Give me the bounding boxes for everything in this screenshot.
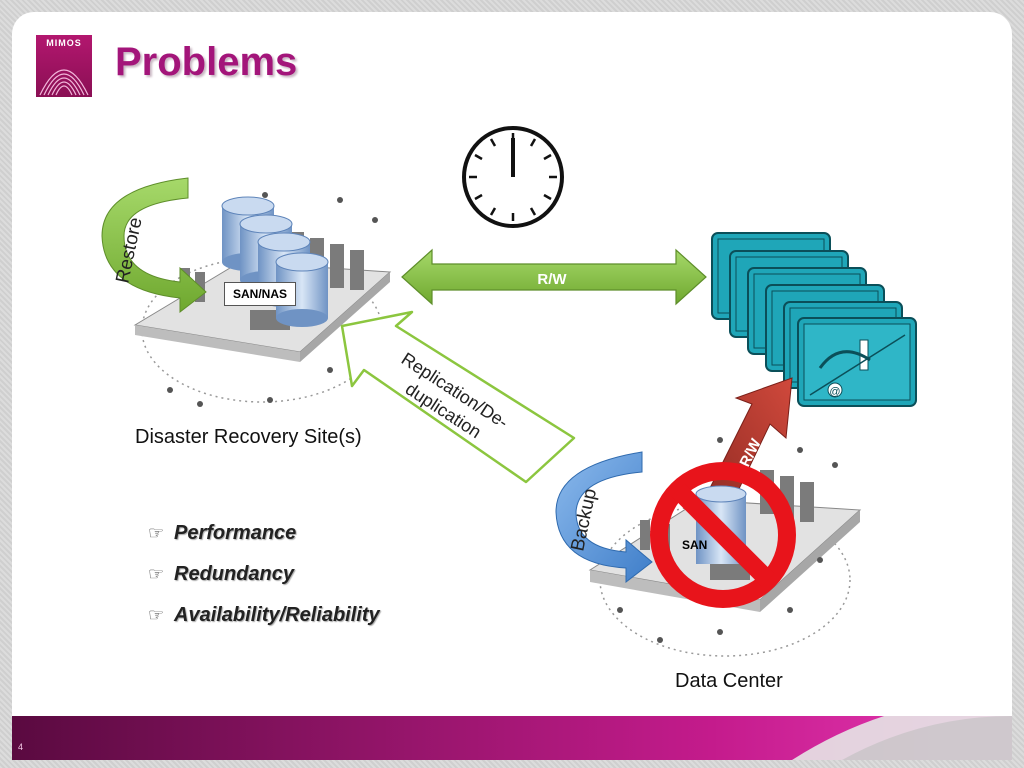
- list-item: ☞ Performance: [148, 513, 380, 554]
- list-item: ☞ Availability/Reliability: [148, 595, 380, 636]
- page-number: 4: [18, 742, 24, 752]
- terminal-front: @: [797, 317, 917, 407]
- pointing-hand-icon: ☞: [148, 564, 165, 584]
- logo-text: MIMOS: [46, 38, 82, 48]
- backup-arrow: [555, 451, 653, 584]
- footer-bar: [12, 716, 1012, 760]
- dr-site-label: Disaster Recovery Site(s): [135, 426, 362, 448]
- replication-arrow: [340, 310, 576, 484]
- rw-label: R/W: [537, 271, 567, 288]
- mimos-logo: MIMOS: [36, 35, 92, 97]
- data-center-label: Data Center: [675, 670, 783, 692]
- pointing-hand-icon: ☞: [148, 605, 165, 625]
- dc-storage-label: SAN: [682, 538, 708, 552]
- dr-site-illustration: [133, 192, 392, 407]
- logo-arcs-icon: [39, 69, 89, 96]
- dr-storage-label: SAN/NAS: [224, 282, 297, 306]
- pointing-hand-icon: ☞: [148, 523, 165, 543]
- prohibition-icon: [650, 462, 796, 608]
- bullet-text: Redundancy: [174, 563, 295, 585]
- page-title: Problems: [115, 40, 298, 84]
- list-item: ☞ Redundancy: [148, 554, 380, 595]
- bullet-text: Performance: [174, 522, 297, 544]
- problem-list: ☞ Performance ☞ Redundancy ☞ Availabilit…: [148, 513, 380, 636]
- clock-icon: [462, 126, 564, 228]
- footer-swoosh: [792, 716, 1012, 760]
- bullet-text: Availability/Reliability: [174, 604, 380, 626]
- rw-double-arrow: [401, 248, 707, 306]
- user-terminals: @: [711, 232, 917, 407]
- svg-text:@: @: [829, 386, 840, 398]
- restore-arrow: [101, 177, 207, 314]
